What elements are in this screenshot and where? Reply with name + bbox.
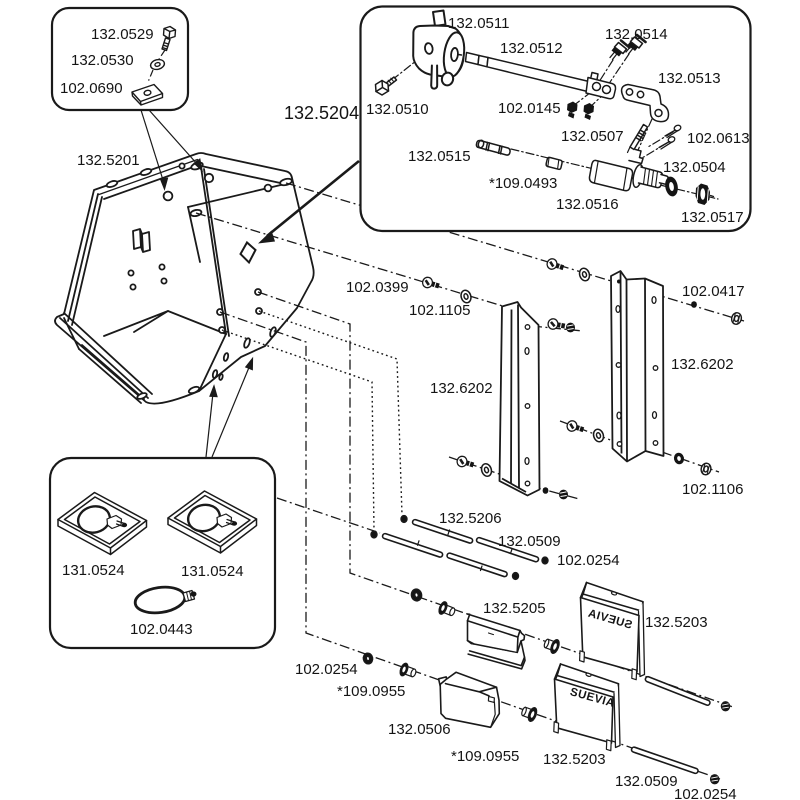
svg-text:132.6202: 132.6202 xyxy=(430,380,493,397)
svg-text:102.0443: 102.0443 xyxy=(130,621,193,638)
svg-text:132.0509: 132.0509 xyxy=(615,773,678,790)
svg-text:102.0613: 102.0613 xyxy=(687,130,750,147)
svg-text:132.0530: 132.0530 xyxy=(71,52,134,69)
svg-text:131.0524: 131.0524 xyxy=(62,562,125,579)
svg-text:132.5205: 132.5205 xyxy=(483,600,546,617)
svg-text:132.0529: 132.0529 xyxy=(91,26,154,43)
svg-text:*109.0955: *109.0955 xyxy=(337,683,405,700)
svg-text:132.0513: 132.0513 xyxy=(658,70,721,87)
svg-text:132.0515: 132.0515 xyxy=(408,148,471,165)
svg-text:*109.0955: *109.0955 xyxy=(451,748,519,765)
svg-text:102.0399: 102.0399 xyxy=(346,279,409,296)
svg-text:132.5201: 132.5201 xyxy=(77,152,140,169)
svg-text:102.0254: 102.0254 xyxy=(295,661,358,678)
svg-text:132.0507: 132.0507 xyxy=(561,128,624,145)
svg-text:132.0511: 132.0511 xyxy=(448,15,509,32)
svg-text:131.0524: 131.0524 xyxy=(181,563,244,580)
svg-text:102.1106: 102.1106 xyxy=(682,481,743,498)
svg-text:102.0690: 102.0690 xyxy=(60,80,123,97)
svg-text:132.6202: 132.6202 xyxy=(671,356,734,373)
svg-text:132.0510: 132.0510 xyxy=(366,101,429,118)
svg-text:132.0512: 132.0512 xyxy=(500,40,563,57)
svg-text:102.0417: 102.0417 xyxy=(682,283,745,300)
svg-text:132.0506: 132.0506 xyxy=(388,721,451,738)
svg-text:132.0517: 132.0517 xyxy=(681,209,744,226)
svg-text:132.5206: 132.5206 xyxy=(439,510,502,527)
svg-text:132.5204: 132.5204 xyxy=(284,103,359,123)
svg-text:132.0504: 132.0504 xyxy=(663,159,726,176)
svg-text:132.5203: 132.5203 xyxy=(543,751,606,768)
svg-text:132.5203: 132.5203 xyxy=(645,614,708,631)
svg-text:102.0145: 102.0145 xyxy=(498,100,561,117)
svg-text:102.1105: 102.1105 xyxy=(409,302,470,319)
svg-text:132.0516: 132.0516 xyxy=(556,196,619,213)
svg-text:132.0509: 132.0509 xyxy=(498,533,561,550)
svg-text:102.0254: 102.0254 xyxy=(557,552,620,569)
svg-text:*109.0493: *109.0493 xyxy=(489,175,557,192)
svg-text:102.0254: 102.0254 xyxy=(674,786,737,800)
svg-text:132.0514: 132.0514 xyxy=(605,26,668,43)
